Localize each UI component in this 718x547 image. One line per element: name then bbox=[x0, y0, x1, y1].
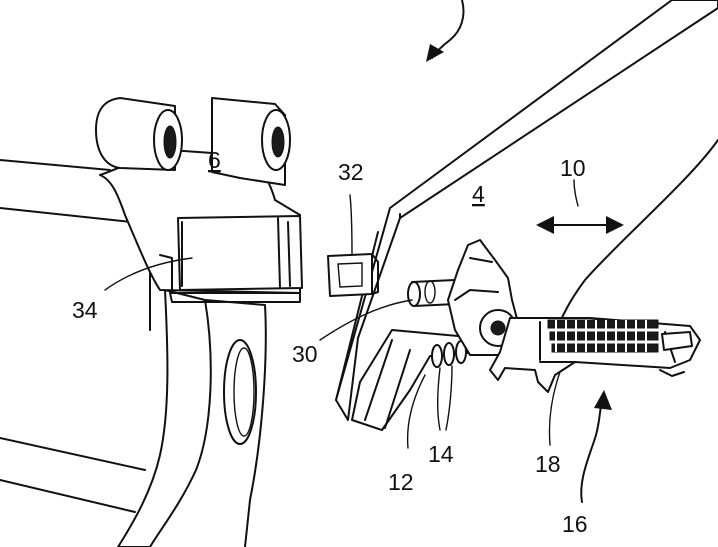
label-16: 16 bbox=[562, 511, 588, 537]
label-14: 14 bbox=[428, 441, 454, 467]
footpeg-18 bbox=[490, 318, 700, 392]
tab-32 bbox=[328, 254, 378, 296]
arrow-bidirectional-10 bbox=[536, 216, 624, 234]
bracket-6 bbox=[96, 98, 302, 547]
label-18: 18 bbox=[535, 451, 561, 477]
springs-14 bbox=[432, 341, 466, 367]
label-30: 30 bbox=[292, 341, 318, 367]
label-4: 4 bbox=[472, 181, 485, 207]
arrow-top bbox=[426, 0, 464, 62]
label-6: 6 bbox=[208, 147, 221, 173]
label-32: 32 bbox=[338, 159, 364, 185]
arrow-16 bbox=[581, 390, 612, 502]
label-34: 34 bbox=[72, 297, 98, 323]
label-12: 12 bbox=[388, 469, 414, 495]
label-10: 10 bbox=[560, 155, 586, 181]
